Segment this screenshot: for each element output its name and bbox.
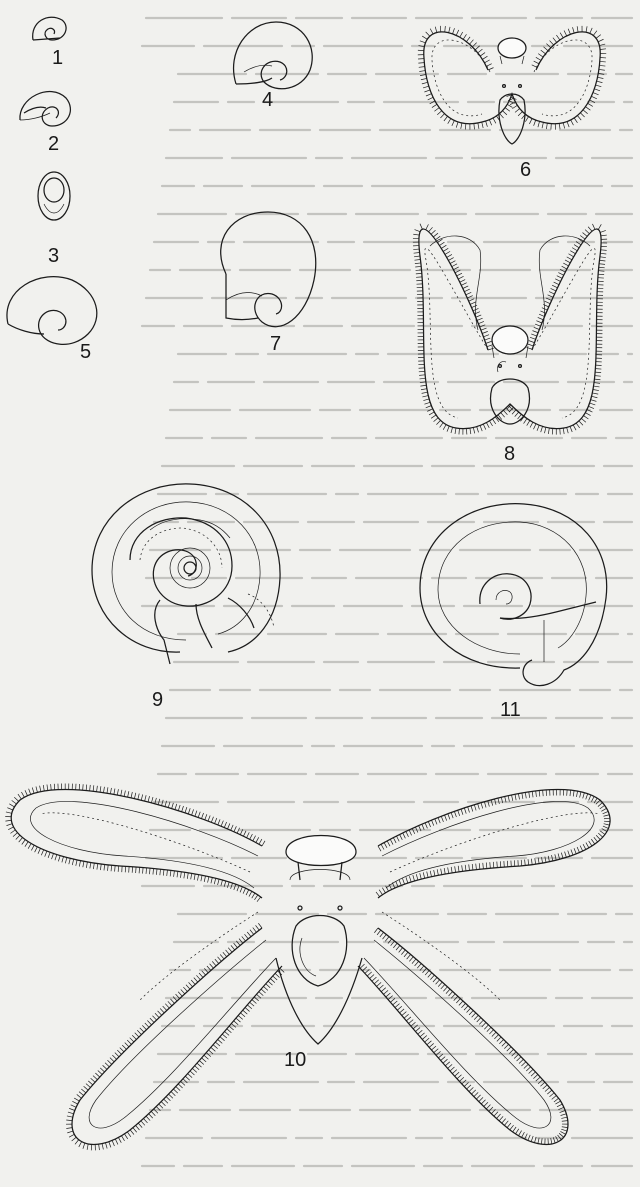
veliger-figure-6 — [418, 26, 606, 144]
shell-figure-3 — [38, 172, 70, 220]
figure-label-9: 9 — [152, 689, 163, 711]
figure-label-2: 2 — [48, 133, 59, 155]
figure-label-8: 8 — [504, 443, 515, 465]
figure-label-3: 3 — [48, 245, 59, 267]
figure-label-10: 10 — [284, 1049, 306, 1071]
shell-figure-4 — [234, 22, 313, 89]
figure-label-4: 4 — [262, 89, 273, 111]
figure-label-5: 5 — [80, 341, 91, 363]
veliger-figure-8 — [413, 224, 607, 435]
figure-label-6: 6 — [520, 159, 531, 181]
shell-figure-9 — [92, 484, 280, 664]
figure-label-11: 11 — [500, 699, 521, 721]
bleed-through-text — [142, 18, 632, 1166]
shell-figure-11 — [420, 504, 607, 686]
shell-figure-2 — [20, 92, 71, 126]
shell-figure-5 — [7, 277, 97, 345]
shell-figure-1 — [33, 17, 66, 40]
figure-label-1: 1 — [52, 47, 63, 69]
figure-label-7: 7 — [270, 333, 281, 355]
veliger-figure-10 — [5, 783, 610, 1150]
